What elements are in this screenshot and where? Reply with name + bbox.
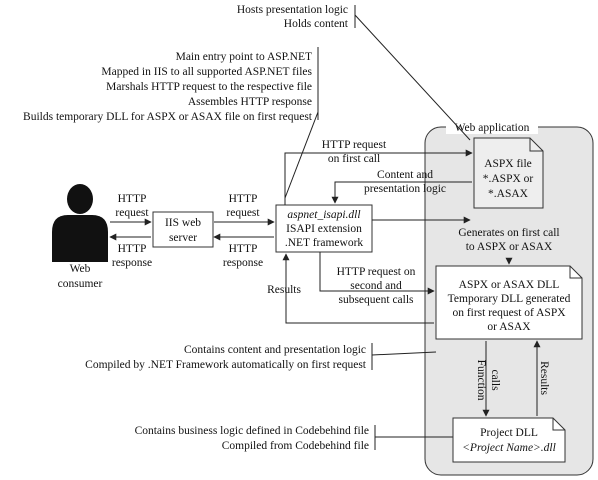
web-application-title: Web application <box>455 122 530 134</box>
note-isapi-line-5: Builds temporary DLL for ASPX or ASAX fi… <box>23 111 313 123</box>
dll-box <box>435 265 583 340</box>
isapi-box <box>275 204 373 253</box>
note-isapi-line-1: Main entry point to ASP.NET <box>176 51 312 63</box>
note-hosts-line-1: Hosts presentation logic <box>237 4 348 16</box>
arrow-subsequent <box>319 252 435 295</box>
arrow-results-left <box>282 253 434 324</box>
note-dll-line-1: Contains content and presentation logic <box>184 344 366 356</box>
label-results-left: Results <box>267 284 301 296</box>
dll-label-2: Temporary DLL generated <box>448 293 571 305</box>
label-subsequent-c: subsequent calls <box>338 294 414 306</box>
label-subsequent-b: second and <box>350 280 402 292</box>
iis-label-2: server <box>169 232 197 244</box>
aspx-label-2: *.ASPX or <box>483 173 534 185</box>
label-generates-a: Generates on first call <box>458 227 559 239</box>
aspx-label-1: ASPX file <box>484 158 532 170</box>
label-http-request-2a: HTTP <box>229 193 258 205</box>
arrow-content <box>331 181 472 204</box>
note-dll: Contains content and presentation logic … <box>85 344 367 371</box>
note-isapi: Main entry point to ASP.NET Mapped in II… <box>23 51 313 123</box>
note-project: Contains business logic defined in Codeb… <box>135 425 369 452</box>
arrows <box>109 149 541 417</box>
label-results-vertical: Results <box>538 361 550 395</box>
label-http-response-2a: HTTP <box>229 243 258 255</box>
label-http-response-1b: response <box>112 257 152 269</box>
dll-label-3: on first request of ASPX <box>452 307 566 319</box>
project-label-2: <Project Name>.dll <box>462 442 556 454</box>
document-icon <box>473 137 544 209</box>
isapi-label-2: ISAPI extension <box>286 223 362 235</box>
note-isapi-line-4: Assembles HTTP response <box>188 96 312 108</box>
person-icon <box>52 184 108 262</box>
consumer-label-1: Web <box>70 263 91 275</box>
label-generates-b: to ASPX or ASAX <box>466 241 553 253</box>
label-first-call-b: on first call <box>328 153 380 165</box>
isapi-label-1: aspnet_isapi.dll <box>287 209 360 221</box>
dll-label-4: or ASAX <box>487 321 531 333</box>
label-http-request-1a: HTTP <box>118 193 147 205</box>
consumer-label-2: consumer <box>58 278 103 290</box>
isapi-label-3: .NET framework <box>285 237 364 249</box>
label-content-b: presentation logic <box>364 183 446 195</box>
note-hosts: Hosts presentation logic Holds content <box>237 4 349 30</box>
label-http-response-1a: HTTP <box>118 243 147 255</box>
note-isapi-line-3: Marshals HTTP request to the respective … <box>106 81 312 93</box>
note-isapi-line-2: Mapped in IIS to all supported ASP.NET f… <box>101 66 312 78</box>
iis-label-1: IIS web <box>165 217 201 229</box>
aspx-label-3: *.ASAX <box>488 188 529 200</box>
arrow-first-call <box>284 149 473 205</box>
project-dll-box-fold <box>552 418 565 431</box>
note-dll-line-2: Compiled by .NET Framework automatically… <box>85 359 367 371</box>
project-label-1: Project DLL <box>480 427 538 439</box>
label-first-call-a: HTTP request <box>322 139 387 151</box>
note-brackets <box>284 5 471 450</box>
label-function-calls-b: calls <box>489 369 501 391</box>
dll-label-1: ASPX or ASAX DLL <box>459 279 560 291</box>
label-content-a: Content and <box>377 169 433 181</box>
dll-box-fold <box>569 266 582 279</box>
project-dll-box <box>452 417 566 463</box>
document-fold <box>529 138 543 152</box>
note-project-line-1: Contains business logic defined in Codeb… <box>135 425 369 437</box>
note-project-line-2: Compiled from Codebehind file <box>222 440 369 452</box>
label-http-request-1b: request <box>115 207 149 219</box>
iis-web-server-box <box>152 211 214 248</box>
note-hosts-line-2: Holds content <box>284 18 349 30</box>
label-function-calls-a: Function <box>475 360 487 401</box>
web-application-title-bg <box>446 121 538 134</box>
label-subsequent-a: HTTP request on <box>337 266 416 278</box>
label-http-request-2b: request <box>226 207 260 219</box>
label-http-response-2b: response <box>223 257 263 269</box>
